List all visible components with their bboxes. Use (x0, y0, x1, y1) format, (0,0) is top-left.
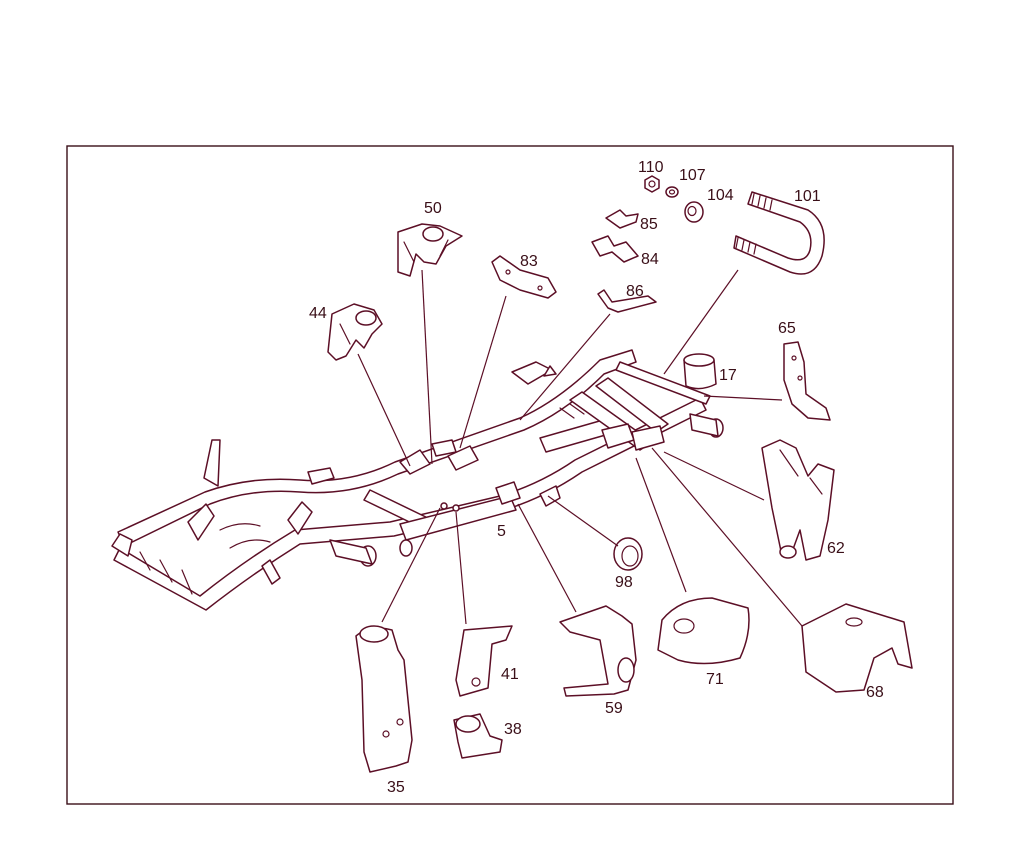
part-mount-41 (455, 625, 513, 697)
part-bracket-83 (491, 255, 557, 299)
part-mount-71 (657, 597, 750, 665)
label-35: 35 (387, 779, 405, 796)
label-38: 38 (504, 721, 522, 738)
part-washer-107 (665, 186, 679, 198)
part-mount-44 (327, 303, 383, 361)
part-bracket-86 (597, 289, 657, 313)
label-71: 71 (706, 671, 724, 688)
label-17: 17 (719, 367, 737, 384)
label-5: 5 (497, 523, 506, 540)
label-98: 98 (615, 574, 633, 591)
part-grommet-98 (613, 537, 643, 571)
label-84: 84 (641, 251, 659, 268)
part-bracket-59 (559, 605, 637, 697)
label-44: 44 (309, 305, 327, 322)
part-bracket-84 (591, 235, 639, 263)
chassis-frame (111, 349, 724, 611)
part-bush-104 (684, 201, 704, 223)
label-68: 68 (866, 684, 884, 701)
cross-member-front (595, 377, 669, 433)
label-86: 86 (626, 283, 644, 300)
frame-rear-cross (111, 533, 133, 557)
part-mount-68 (801, 603, 913, 693)
part-nut-110 (644, 175, 660, 193)
part-plate-38 (453, 713, 503, 759)
callout-labels: 110 107 104 101 85 84 50 83 86 44 65 17 … (309, 159, 884, 796)
part-bracket-35 (355, 625, 413, 773)
part-shackle-62 (761, 439, 835, 561)
label-41: 41 (501, 666, 519, 683)
label-104: 104 (707, 187, 734, 204)
label-62: 62 (827, 540, 845, 557)
label-83: 83 (520, 253, 538, 270)
diagram-border (66, 145, 954, 805)
part-bracket-65 (783, 341, 831, 421)
label-107: 107 (679, 167, 706, 184)
label-50: 50 (424, 200, 442, 217)
label-59: 59 (605, 700, 623, 717)
label-110: 110 (638, 159, 664, 176)
label-85: 85 (640, 216, 658, 233)
label-101: 101 (794, 188, 821, 205)
part-bump-17 (683, 353, 717, 390)
label-65: 65 (778, 320, 796, 337)
part-clip-85 (605, 209, 639, 229)
part-u-bolt-101 (733, 191, 825, 275)
leader-lines (357, 269, 803, 627)
part-mount-50 (397, 223, 463, 277)
